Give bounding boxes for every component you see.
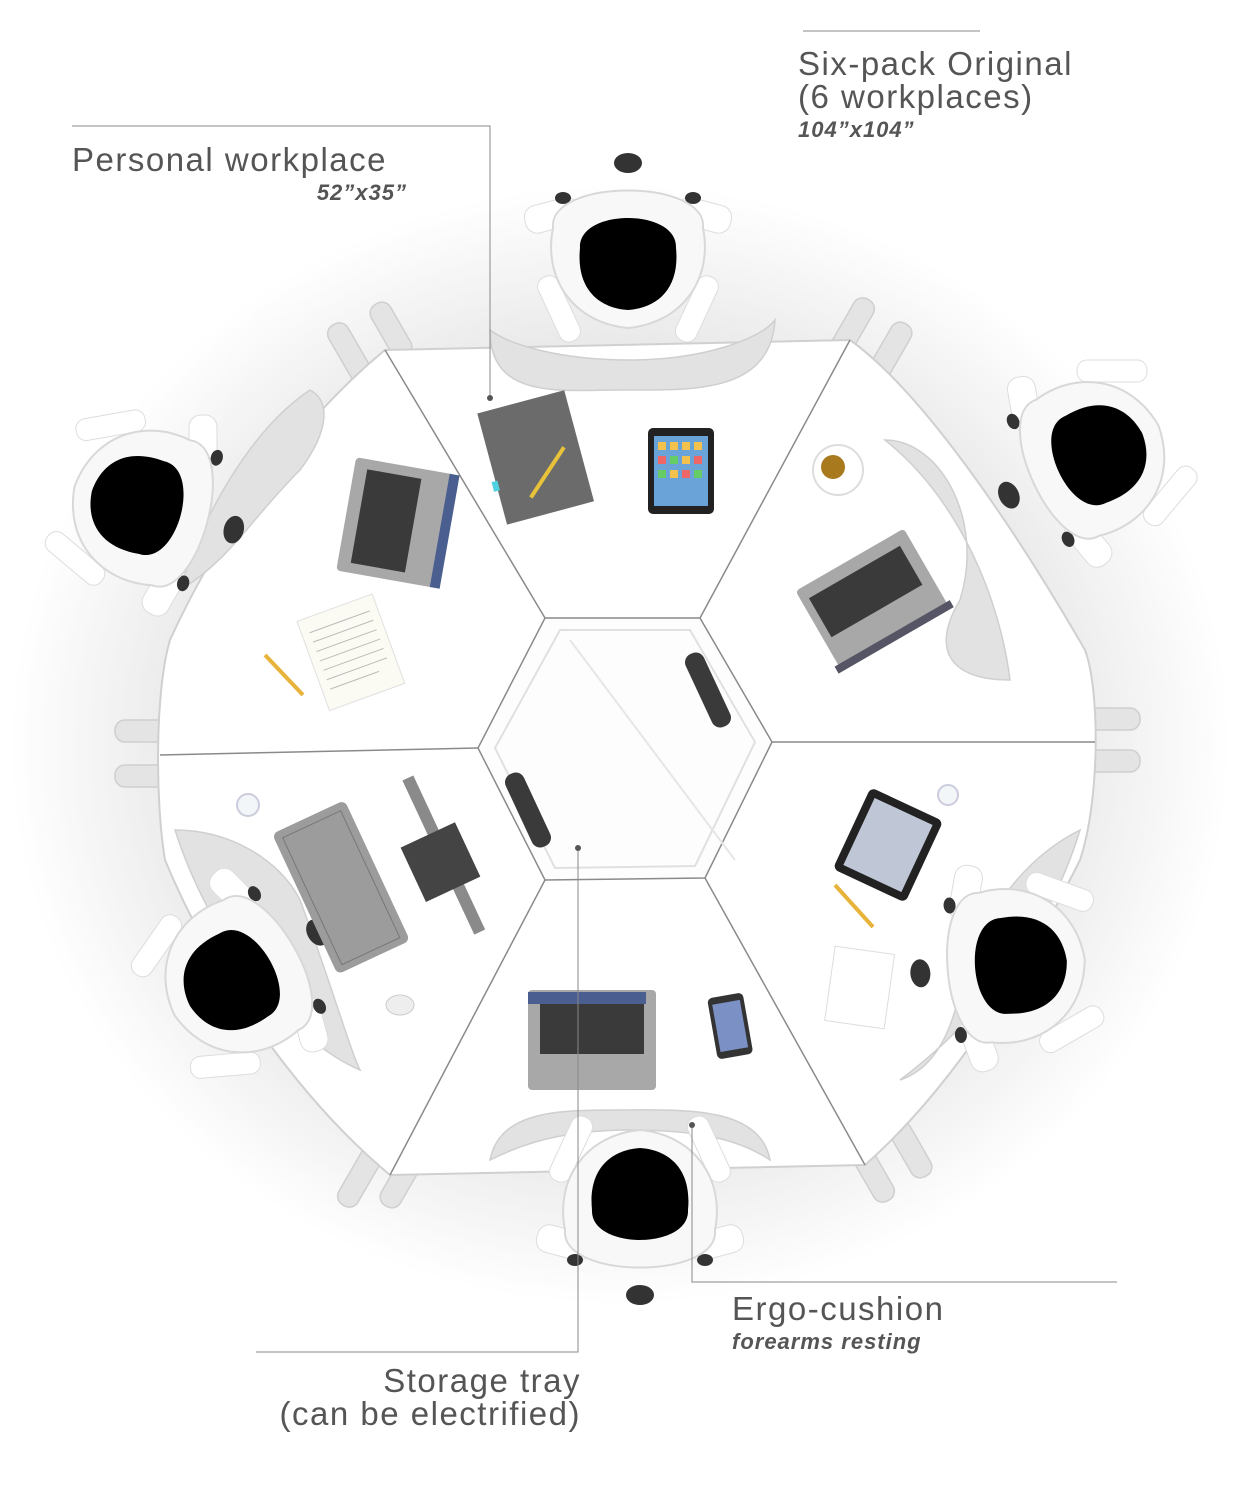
glass-icon: [236, 793, 260, 817]
office-chair-icon: [520, 152, 736, 347]
partition-lines: [159, 339, 1095, 1176]
ergo-cushion-label: Ergo-cushion forearms resting: [732, 1292, 944, 1353]
personal-workplace-size: 52”x35”: [316, 180, 407, 205]
personal-workplace-title: Personal workplace: [72, 141, 387, 178]
laptop-icon: [336, 457, 460, 589]
laptop-icon: [797, 529, 954, 674]
leader-lines: [72, 30, 1117, 1353]
pencil-icon: [263, 653, 305, 697]
tablet-icon: [648, 428, 714, 514]
coffee-cup-icon: [812, 444, 864, 496]
monitor-icon: [400, 775, 486, 935]
storage-tray-title-line2: (can be electrified): [279, 1395, 581, 1432]
notebook-icon: [477, 390, 594, 525]
paper-sheet-icon: [296, 593, 406, 712]
storage-tray-label: Storage tray (can be electrified): [256, 1364, 581, 1430]
storage-tray-title-line1: Storage tray: [383, 1362, 581, 1399]
tablet-icon: [834, 789, 942, 901]
phone-icon: [707, 993, 753, 1059]
leader-dots: [487, 395, 695, 1128]
ergo-cushion-title: Ergo-cushion: [732, 1290, 945, 1327]
six-pack-size: 104”x104”: [798, 117, 915, 142]
mouse-icon: [385, 994, 415, 1016]
ergo-cushion-subtitle: forearms resting: [732, 1329, 922, 1354]
paper-sheet-icon: [824, 945, 896, 1030]
glass-icon: [937, 784, 959, 806]
laptop-icon: [528, 990, 656, 1090]
six-pack-title-line1: Six-pack Original: [798, 45, 1073, 82]
personal-workplace-label: Personal workplace 52”x35”: [72, 143, 407, 204]
storage-tray: [477, 617, 773, 881]
keyboard-icon: [274, 802, 409, 973]
six-pack-title-line2: (6 workplaces): [798, 78, 1034, 115]
pencil-icon: [833, 883, 875, 929]
six-pack-label: Six-pack Original (6 workplaces) 104”x10…: [798, 47, 1073, 141]
